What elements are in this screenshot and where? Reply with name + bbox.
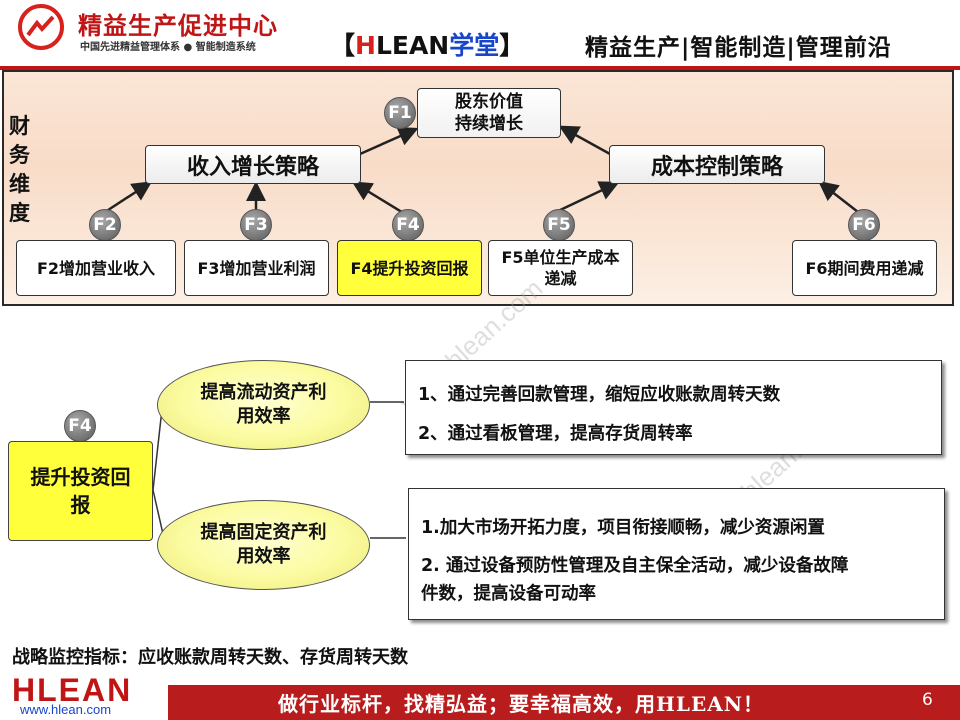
footer-logo: HLEAN — [12, 672, 133, 708]
f3-badge: F3 — [240, 209, 272, 241]
logo-title: 精益生产促进中心 — [78, 12, 278, 40]
cost-strategy-box: 成本控制策略 — [609, 145, 825, 184]
logo-subtitle: 中国先进精益管理体系 ● 智能制造系统 — [80, 42, 256, 53]
financial-dimension-label: 财务维度 — [9, 114, 30, 225]
f6-period-expense-box: F6期间费用递减 — [792, 240, 937, 296]
f2-badge: F2 — [89, 209, 121, 241]
current-assets-actions: 1、通过完善回款管理，缩短应收账款周转天数 2、通过看板管理，提高存货周转率 — [405, 360, 942, 455]
logo-icon — [18, 4, 64, 50]
detail-roi-box: 提升投资回报 — [8, 441, 153, 541]
header-slogan: 精益生产|智能制造|管理前沿 — [585, 35, 892, 61]
action-item: 2. 通过设备预防性管理及自主保全活动，减少设备故障 — [421, 556, 849, 576]
fixed-assets-label: 提高固定资产利用效率 — [200, 522, 327, 567]
f4-badge: F4 — [392, 209, 424, 241]
f1-badge: F1 — [384, 97, 416, 129]
page-number: 6 — [922, 690, 933, 710]
f5-badge: F5 — [543, 209, 575, 241]
f3-profit-box: F3增加营业利润 — [184, 240, 329, 296]
footer-url[interactable]: www.hlean.com — [20, 702, 112, 717]
monitoring-indicators: 战略监控指标：应收账款周转天数、存货周转天数 — [12, 647, 408, 668]
detail-roi-label: 提升投资回报 — [30, 465, 131, 517]
f1-shareholder-value: 股东价值 持续增长 — [417, 88, 561, 138]
footer-slogan: 做行业标杆，找精弘益；要幸福高效，用HLEAN！ — [278, 692, 765, 716]
f5-unit-cost-box: F5单位生产成本递减 — [488, 240, 633, 296]
current-assets-label: 提高流动资产利用效率 — [200, 382, 327, 427]
footer-bar — [168, 685, 960, 720]
header-divider — [0, 66, 960, 70]
f4-roi-box: F4提升投资回报 — [337, 240, 482, 296]
f2-revenue-box: F2增加营业收入 — [16, 240, 176, 296]
fixed-assets-efficiency-ellipse: 提高固定资产利用效率 — [157, 500, 370, 590]
brand-title: 【HLEAN学堂】 — [330, 31, 525, 60]
f6-badge: F6 — [848, 209, 880, 241]
fixed-assets-actions: 1.加大市场开拓力度，项目衔接顺畅，减少资源闲置 2. 通过设备预防性管理及自主… — [408, 488, 945, 620]
action-item: 2、通过看板管理，提高存货周转率 — [418, 424, 693, 444]
action-item: 1、通过完善回款管理，缩短应收账款周转天数 — [418, 385, 781, 405]
current-assets-efficiency-ellipse: 提高流动资产利用效率 — [157, 360, 370, 450]
action-item: 1.加大市场开拓力度，项目衔接顺畅，减少资源闲置 — [421, 518, 825, 538]
detail-f4-badge: F4 — [64, 410, 96, 442]
action-item: 件数，提高设备可动率 — [421, 584, 596, 604]
revenue-strategy-box: 收入增长策略 — [145, 145, 361, 184]
